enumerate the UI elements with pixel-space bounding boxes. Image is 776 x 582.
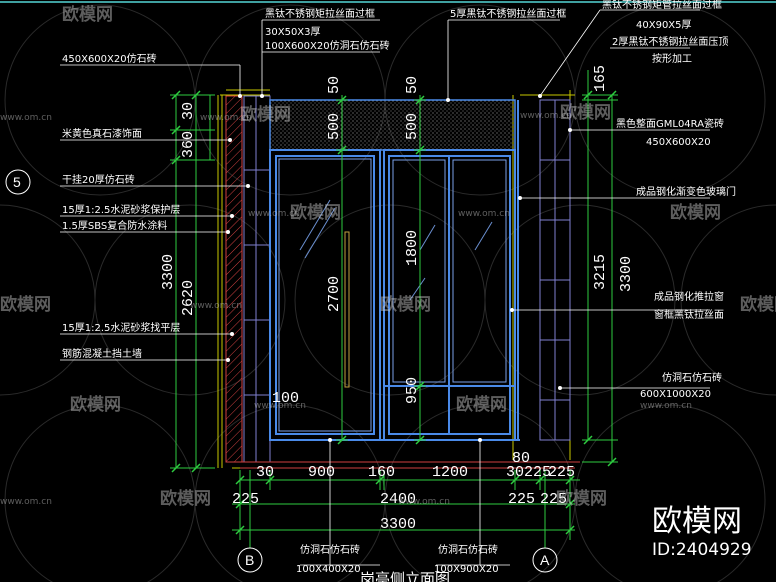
dim-v-360: 360 — [180, 131, 197, 158]
watermark-text: 欧模网 — [456, 394, 507, 415]
label-bottom-1: 仿洞石仿石砖 — [300, 543, 360, 556]
booth-frame — [269, 100, 520, 441]
label-right-3: 2厚黑钛不锈钢拉丝面压顶 — [612, 35, 728, 48]
grid-bubble-5: 5 — [13, 174, 21, 190]
watermark-text: 欧模网 — [0, 294, 51, 315]
watermark-url: www.om.cn — [190, 301, 242, 311]
dim-v-2620: 2620 — [180, 280, 197, 316]
label-top-2: 30X50X3厚 — [265, 26, 321, 38]
label-right-2: 40X90X5厚 — [636, 19, 692, 31]
dim-v-30: 30 — [180, 102, 197, 120]
dim-v-500b: 500 — [404, 113, 421, 140]
watermark-url: www.om.cn — [254, 401, 306, 411]
door-handle — [344, 231, 350, 388]
label-bottom-3: 仿洞石仿石砖 — [438, 543, 498, 556]
watermark-url: www.om.cn — [640, 401, 692, 411]
watermark-text: 欧模网 — [560, 102, 611, 123]
label-top-1: 黑钛不锈钢矩拉丝面过框 — [265, 7, 375, 20]
dim-h-225e: 225 — [540, 491, 567, 508]
dim-v-3300-right: 3300 — [618, 256, 635, 292]
dim-h-80: 80 — [512, 450, 530, 467]
watermark-url: www.om.cn — [248, 209, 300, 219]
dim-v-1800: 1800 — [404, 230, 421, 266]
dim-v-3300-left: 3300 — [160, 254, 177, 290]
watermark-url: www.om.cn — [458, 209, 510, 219]
watermark-text: 欧模网 — [380, 294, 431, 315]
dim-h-30b: 30 — [506, 464, 524, 481]
watermark-url: www.om.cn — [0, 113, 52, 123]
dim-h-900: 900 — [308, 464, 335, 481]
dim-h-3300: 3300 — [380, 516, 416, 533]
dim-v-100: 100 — [272, 390, 299, 407]
label-bottom-2: 100X400X20 — [296, 564, 361, 575]
top-fascia-panel — [269, 99, 516, 151]
dim-v-50a: 50 — [326, 76, 343, 94]
glass-reflections — [299, 199, 493, 301]
grid-bubbles — [5, 169, 558, 573]
label-left-5: 1.5厚SBS复合防水涂料 — [62, 219, 167, 232]
watermark-text: 欧模网 — [62, 4, 113, 25]
brand-id: ID:2404929 — [652, 540, 752, 560]
dim-h-225c: 225 — [232, 491, 259, 508]
dim-v-2700: 2700 — [326, 276, 343, 312]
grid-bubble-A: A — [540, 552, 550, 568]
label-left-3: 干挂20厚仿石砖 — [62, 173, 135, 186]
label-top-3: 100X600X20仿洞石仿石砖 — [265, 39, 390, 52]
dim-h-1200: 1200 — [432, 464, 468, 481]
watermark-text: 欧模网 — [670, 202, 721, 223]
dim-v-3215: 3215 — [592, 254, 609, 290]
watermark-url: www.om.cn — [0, 497, 52, 507]
watermarks: 欧模网 欧模网 www.om.cn 欧模网 www.om.cn www.om.c… — [0, 4, 776, 509]
brand-name: 欧模网 — [652, 504, 742, 539]
dim-h-30: 30 — [256, 464, 274, 481]
drawing-title: 岗亭侧立面图 — [360, 570, 450, 582]
dim-h-2400: 2400 — [380, 491, 416, 508]
ground — [230, 461, 580, 469]
watermark-circles — [0, 4, 776, 582]
watermark-text: 欧模网 — [290, 202, 341, 223]
label-top-4: 5厚黑钛不锈钢拉丝面过框 — [450, 7, 566, 20]
dim-v-500a: 500 — [326, 113, 343, 140]
watermark-url: www.om.cn — [520, 111, 572, 121]
dim-v-165: 165 — [592, 65, 609, 92]
right-cladding — [539, 99, 571, 441]
watermark-url: www.om.cn — [200, 113, 252, 123]
label-left-4: 15厚1:2.5水泥砂浆保护层 — [62, 203, 180, 216]
watermark-text: 欧模网 — [740, 294, 776, 315]
label-left-7: 钢筋混凝土挡土墙 — [62, 347, 142, 360]
label-right-1: 黑钛不锈钢矩管拉丝面过框 — [602, 0, 722, 11]
label-right-9: 窗框黑钛拉丝面 — [654, 308, 724, 321]
watermark-text: 欧模网 — [70, 394, 121, 415]
label-right-8: 成品钢化推拉窗 — [654, 290, 724, 303]
label-left-1: 450X600X20仿石砖 — [62, 52, 157, 65]
dim-h-225b: 225 — [548, 464, 575, 481]
dim-v-950: 950 — [404, 377, 421, 404]
label-bottom-4: 100X900X20 — [434, 564, 499, 575]
label-left-6: 15厚1:2.5水泥砂浆找平层 — [62, 321, 180, 334]
dim-h-225a: 225 — [524, 464, 551, 481]
leader-lines — [60, 9, 710, 566]
label-right-10: 仿洞石仿石砖 — [662, 371, 722, 384]
dimension-ticks — [171, 90, 617, 535]
leader-dots — [226, 94, 572, 442]
label-right-6: 450X600X20 — [646, 137, 711, 148]
watermark-text: 欧模网 — [160, 488, 211, 509]
label-right-11: 600X1000X20 — [640, 389, 711, 400]
window-panes — [278, 158, 507, 432]
dim-v-50b: 50 — [404, 76, 421, 94]
dim-h-225d: 225 — [508, 491, 535, 508]
label-right-5: 黑色整面GML04RA瓷砖 — [616, 117, 724, 130]
watermark-text: 欧模网 — [240, 104, 291, 125]
watermark-text: 欧模网 — [556, 488, 607, 509]
label-right-7: 成品钢化渐变色玻璃门 — [636, 185, 736, 198]
dim-h-160: 160 — [368, 464, 395, 481]
label-right-4: 按形加工 — [652, 52, 692, 65]
watermark-url: www.om.cn — [398, 497, 450, 507]
label-left-2: 米黄色真石漆饰面 — [62, 127, 142, 140]
grid-bubble-B: B — [245, 552, 254, 568]
left-wall-hatch — [225, 95, 243, 463]
